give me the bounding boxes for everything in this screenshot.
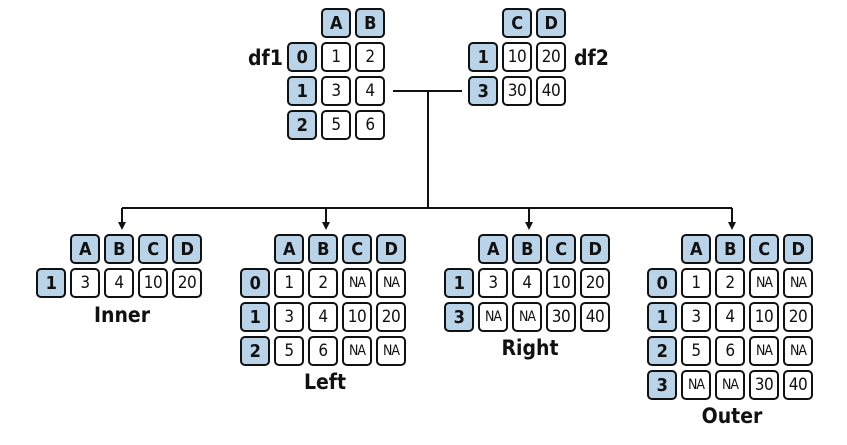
outer-cell-3-b: NA: [715, 370, 745, 400]
inner-column-header-c: C: [138, 234, 168, 264]
right-cell-3-a: NA: [478, 302, 508, 332]
outer-cell-2-a: 5: [681, 336, 711, 366]
right-row-index-3: 3: [444, 302, 474, 332]
right-cell-1-d: 20: [580, 268, 610, 298]
left-cell-2-b: 6: [308, 336, 338, 366]
left-cell-0-b: 2: [308, 268, 338, 298]
df1-cell-2-a: 5: [321, 110, 351, 140]
right-cell-3-d: 40: [580, 302, 610, 332]
outer-column-header-c: C: [749, 234, 779, 264]
left-column-header-a: A: [274, 234, 304, 264]
left-cell-1-b: 4: [308, 302, 338, 332]
outer-cell-2-c: NA: [749, 336, 779, 366]
df2-column-header-d: D: [536, 8, 566, 38]
left-cell-2-a: 5: [274, 336, 304, 366]
left-cell-1-c: 10: [342, 302, 372, 332]
df2-cell-3-d: 40: [536, 76, 566, 106]
right-cell-3-b: NA: [512, 302, 542, 332]
outer-cell-3-a: NA: [681, 370, 711, 400]
left-cell-2-d: NA: [376, 336, 406, 366]
right-column-header-a: A: [478, 234, 508, 264]
outer-cell-3-d: 40: [783, 370, 813, 400]
left-column-header-b: B: [308, 234, 338, 264]
df1-row-index-1: 1: [287, 76, 317, 106]
df1-cell-1-b: 4: [355, 76, 385, 106]
inner-row-index-1: 1: [36, 268, 66, 298]
right-column-header-c: C: [546, 234, 576, 264]
right-row-index-1: 1: [444, 268, 474, 298]
outer-cell-0-c: NA: [749, 268, 779, 298]
df1-column-header-b: B: [355, 8, 385, 38]
left-cell-0-c: NA: [342, 268, 372, 298]
outer-caption: Outer: [701, 404, 763, 428]
left-row-index-2: 2: [240, 336, 270, 366]
left-row-index-1: 1: [240, 302, 270, 332]
outer-cell-1-b: 4: [715, 302, 745, 332]
right-caption: Right: [501, 336, 559, 360]
left-cell-2-c: NA: [342, 336, 372, 366]
df2-cell-1-d: 20: [536, 42, 566, 72]
df2-cell-1-c: 10: [502, 42, 532, 72]
df2-column-header-c: C: [502, 8, 532, 38]
outer-row-index-3: 3: [647, 370, 677, 400]
outer-cell-2-d: NA: [783, 336, 813, 366]
df1-cell-1-a: 3: [321, 76, 351, 106]
outer-cell-3-c: 30: [749, 370, 779, 400]
outer-cell-0-d: NA: [783, 268, 813, 298]
left-cell-0-d: NA: [376, 268, 406, 298]
outer-column-header-a: A: [681, 234, 711, 264]
inner-cell-1-a: 3: [70, 268, 100, 298]
df1-label: df1: [248, 46, 283, 70]
df1-cell-2-b: 6: [355, 110, 385, 140]
outer-row-index-2: 2: [647, 336, 677, 366]
inner-cell-1-d: 20: [172, 268, 202, 298]
df1-cell-0-b: 2: [355, 42, 385, 72]
left-cell-0-a: 1: [274, 268, 304, 298]
inner-cell-1-c: 10: [138, 268, 168, 298]
right-cell-3-c: 30: [546, 302, 576, 332]
left-column-header-d: D: [376, 234, 406, 264]
df2-label: df2: [574, 46, 609, 70]
left-cell-1-a: 3: [274, 302, 304, 332]
inner-column-header-b: B: [104, 234, 134, 264]
inner-column-header-d: D: [172, 234, 202, 264]
df1-column-header-a: A: [321, 8, 351, 38]
inner-column-header-a: A: [70, 234, 100, 264]
left-row-index-0: 0: [240, 268, 270, 298]
df2-cell-3-c: 30: [502, 76, 532, 106]
inner-cell-1-b: 4: [104, 268, 134, 298]
df2-row-index-1: 1: [468, 42, 498, 72]
left-column-header-c: C: [342, 234, 372, 264]
df1-row-index-0: 0: [287, 42, 317, 72]
outer-row-index-1: 1: [647, 302, 677, 332]
right-column-header-d: D: [580, 234, 610, 264]
left-caption: Left: [303, 370, 347, 394]
df1-row-index-2: 2: [287, 110, 317, 140]
right-cell-1-b: 4: [512, 268, 542, 298]
right-column-header-b: B: [512, 234, 542, 264]
outer-cell-0-b: 2: [715, 268, 745, 298]
outer-cell-2-b: 6: [715, 336, 745, 366]
df2-row-index-3: 3: [468, 76, 498, 106]
inner-caption: Inner: [93, 303, 151, 327]
outer-cell-1-a: 3: [681, 302, 711, 332]
outer-cell-1-c: 10: [749, 302, 779, 332]
outer-cell-1-d: 20: [783, 302, 813, 332]
outer-row-index-0: 0: [647, 268, 677, 298]
outer-column-header-d: D: [783, 234, 813, 264]
outer-column-header-b: B: [715, 234, 745, 264]
left-cell-1-d: 20: [376, 302, 406, 332]
df1-cell-0-a: 1: [321, 42, 351, 72]
outer-cell-0-a: 1: [681, 268, 711, 298]
right-cell-1-c: 10: [546, 268, 576, 298]
right-cell-1-a: 3: [478, 268, 508, 298]
